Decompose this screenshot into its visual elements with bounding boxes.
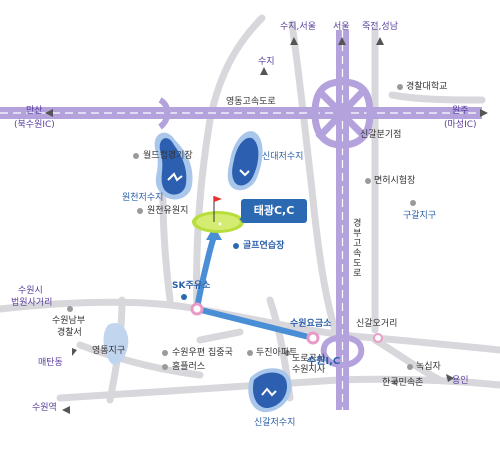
label-maseong-ic: (마성IC) [444, 120, 477, 130]
sk-dot [181, 294, 187, 300]
direction-arrows [45, 37, 488, 414]
label-yeongdong-highway: 영동고속도로 [226, 97, 276, 107]
label-police-univ: 경찰대학교 [406, 82, 448, 92]
label-suwon-station: 수원역 [32, 403, 57, 413]
label-woncheon-resort: 원천유원지 [147, 206, 189, 216]
label-wonju: 원주 [452, 106, 469, 116]
label-jukjeon: 죽전,성남 [362, 22, 398, 32]
label-sk-station: SK주유소 [172, 281, 211, 291]
golf-range-dot [233, 243, 239, 249]
reservoirs [103, 131, 292, 413]
label-court-2: 법원사거리 [11, 298, 53, 308]
label-mansan: 만산 [26, 106, 43, 116]
label-gyeongbu-highway: 경부고속도로 [350, 218, 361, 278]
label-homeplus: 홈플러스 [172, 362, 206, 372]
label-south-police-1: 수원남부 [52, 316, 86, 326]
label-noksipja: 녹십자 [416, 362, 441, 372]
label-post-office: 수원우편 집중국 [172, 348, 233, 358]
waypoint-tollgate [306, 331, 320, 345]
label-tollgate: 수원요금소 [290, 319, 332, 329]
waypoint-sk [190, 302, 204, 316]
label-seoul: 서울 [333, 22, 350, 32]
label-court-1: 수원시 [18, 286, 43, 296]
label-road-corp-1: 도로공사 [292, 354, 326, 364]
label-singal-junction: 신갈분기점 [360, 130, 402, 140]
golf-course-marker [192, 196, 251, 233]
label-yeongtong: 영통지구 [92, 346, 126, 356]
label-sindae-reservoir: 신대저수지 [262, 152, 304, 162]
label-dujin-apt: 두진아파트 [256, 348, 298, 358]
label-bukbu-ic: (북수원IC) [14, 120, 55, 130]
label-suji: 수지 [258, 57, 275, 67]
label-yongin: 용인 [452, 376, 469, 386]
label-folk-village: 한국민속촌 [382, 378, 424, 388]
label-suji-seoul: 수지,서울 [280, 22, 316, 32]
label-singal-reservoir: 신갈저수지 [254, 418, 296, 428]
label-license-center: 면허시험장 [374, 176, 416, 186]
label-south-police-2: 경찰서 [57, 328, 82, 338]
label-road-corp-2: 수원지사 [292, 365, 326, 375]
label-gugal: 구갈지구 [403, 211, 437, 221]
label-maetan: 매탄동 [38, 358, 63, 368]
route-arrow [206, 226, 222, 240]
poi-dots [67, 84, 416, 385]
highways [0, 30, 482, 410]
destination-label: 태광C,C [241, 199, 307, 223]
label-golf-range: 골프연습장 [243, 241, 285, 251]
label-singal-ogeori: 신갈오거리 [356, 319, 398, 329]
label-worldcup: 월드컵경기장 [143, 151, 193, 161]
waypoint-singal [373, 333, 383, 343]
label-suwon-ic: 수원I,C [307, 356, 341, 367]
label-woncheon-reservoir: 원천저수지 [122, 193, 164, 203]
